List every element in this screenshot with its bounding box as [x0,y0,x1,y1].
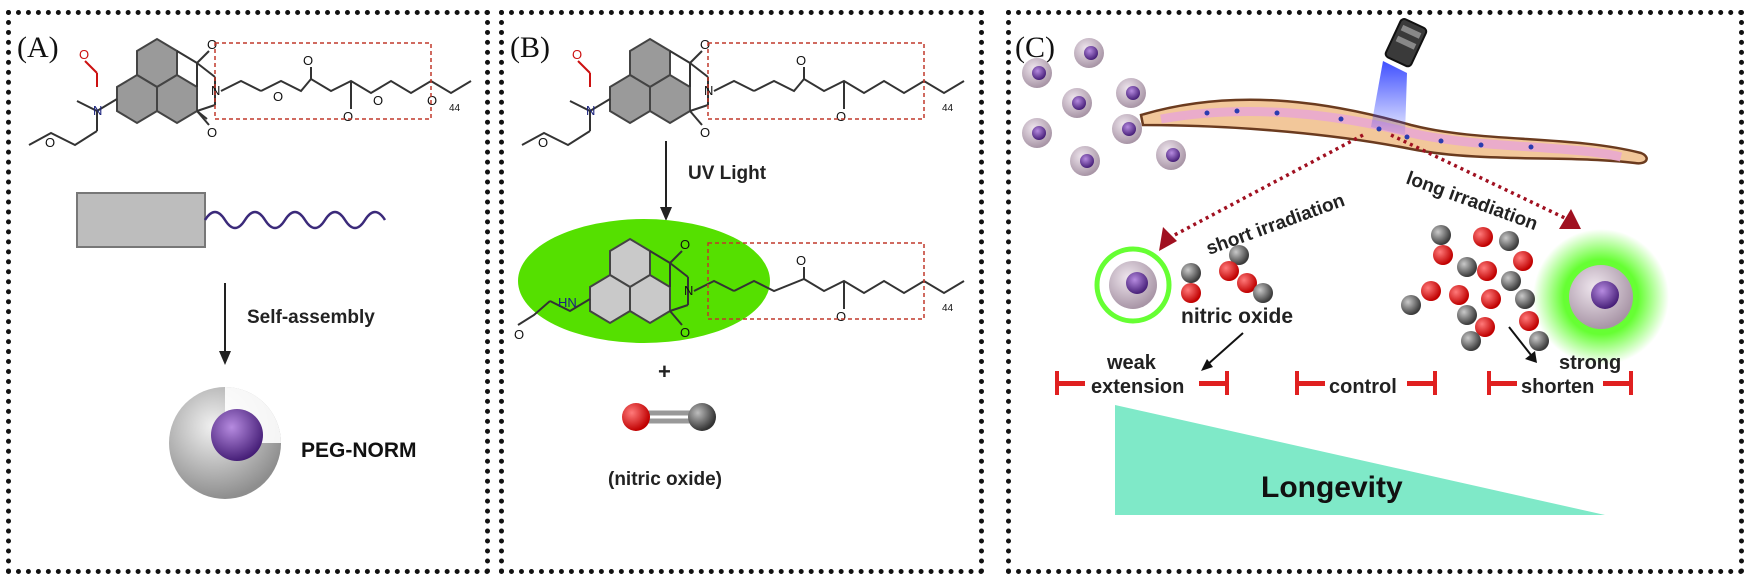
strong-fluorescent-nanoparticle [1533,229,1669,365]
svg-text:O: O [273,89,283,104]
uv-light-label: UV Light [688,163,767,184]
panel-a-drawing: (A) O O N [17,31,472,499]
peg-dashed-box-bottom [707,242,925,320]
svg-text:O: O [79,47,89,62]
svg-text:O: O [207,125,217,140]
weak-fluorescent-nanoparticle [1094,246,1172,324]
weak-label: weak [1106,352,1157,374]
nitric-oxide-label: (nitric oxide) [608,469,722,490]
short-irradiation-arrow [1166,133,1364,241]
svg-text:O: O [572,47,582,62]
svg-text:O: O [680,237,690,252]
self-assembly-label: Self-assembly [247,307,375,328]
svg-text:O: O [700,37,710,52]
panel-c: (C) [1006,10,1744,574]
peg-dashed-box [214,42,432,120]
svg-text:O: O [343,109,353,124]
extension-label: extension [1091,376,1184,398]
svg-text:N: N [704,83,713,98]
svg-text:N: N [93,103,102,118]
panel-b-drawing: (B) O O N N O O O O 44 [510,31,965,490]
svg-text:O: O [796,253,806,268]
svg-text:O: O [836,309,846,324]
panel-c-drawing: (C) [1015,18,1669,515]
strong-label: strong [1559,352,1621,374]
strong-arrow [1508,326,1532,356]
svg-text:O: O [796,53,806,68]
amine-label: HN [558,295,577,310]
plus-sign: + [658,359,671,384]
svg-text:N: N [684,283,693,298]
svg-text:O: O [207,37,217,52]
panel-a-letter: (A) [17,31,59,64]
panel-b-letter: (B) [510,31,550,64]
peg-subscript-bottom: 44 [942,303,954,314]
micelle-icon [169,387,281,499]
shorten-label: shorten [1521,376,1594,398]
longevity-wedge [1115,405,1605,515]
nitric-oxide-many [1401,225,1549,351]
short-irradiation-label: short irradiation [1204,190,1348,260]
svg-text:O: O [680,325,690,340]
svg-text:O: O [427,93,437,108]
nitric-oxide-few [1181,245,1273,303]
svg-text:O: O [45,135,55,150]
lifespan-markers [1055,371,1633,395]
uncaged-molecule [517,237,965,326]
nanoparticle-cluster [1022,38,1186,176]
peg-chain-wave [203,210,387,230]
control-label: control [1329,376,1397,398]
longevity-label: Longevity [1261,471,1403,504]
naphthalimide-molecule [28,37,472,147]
peg-dashed-box-top [707,42,925,120]
panel-b: (B) O O N N O O O O 44 [499,10,984,574]
long-irradiation-arrow [1390,133,1568,221]
panel-a: (A) O O N [6,10,490,574]
peg-subscript-top: 44 [942,103,954,114]
nitric-oxide-label-c: nitric oxide [1181,305,1293,328]
svg-text:O: O [514,327,524,342]
svg-text:N: N [586,103,595,118]
uv-lamp-icon [1371,18,1428,135]
svg-text:O: O [538,135,548,150]
nitric-oxide-molecule-icon [622,403,716,431]
weak-arrow [1206,332,1244,366]
svg-text:O: O [700,125,710,140]
svg-text:O: O [836,109,846,124]
long-irradiation-label: long irradiation [1403,168,1540,235]
hydrophobic-block [76,192,206,248]
svg-text:O: O [303,53,313,68]
svg-text:O: O [373,93,383,108]
svg-text:N: N [211,83,220,98]
peg-subscript: 44 [449,103,461,114]
caged-molecule [521,37,965,147]
peg-norm-label: PEG-NORM [301,439,417,462]
